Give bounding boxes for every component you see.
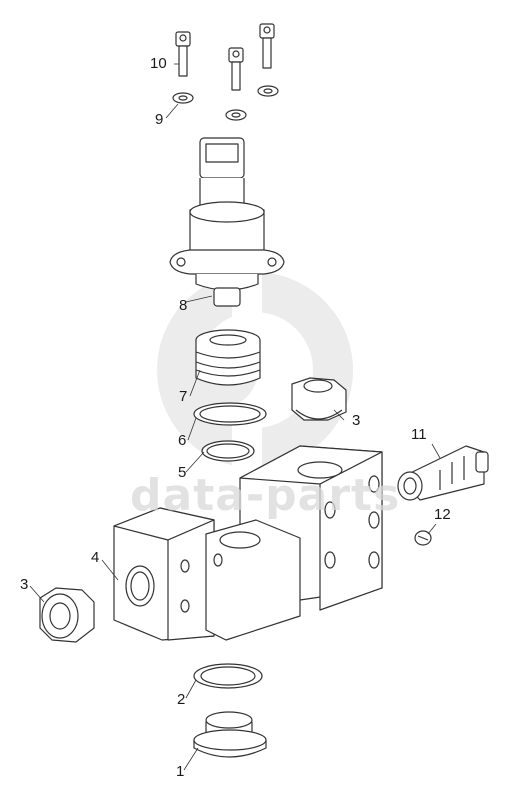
leader-lines	[29, 63, 441, 771]
plug-part-12	[414, 530, 432, 546]
callout-3-lower: 3	[20, 576, 29, 593]
nut-part-3-lower	[39, 587, 95, 643]
callout-3-upper: 3	[352, 412, 361, 429]
callout-11: 11	[411, 426, 427, 443]
callout-4: 4	[91, 549, 100, 566]
seal-ring-part-5	[201, 440, 255, 462]
screw-part-10	[175, 23, 275, 91]
nut-part-3-upper	[291, 377, 347, 421]
callout-7: 7	[179, 388, 188, 405]
callout-9: 9	[155, 111, 164, 128]
callout-2: 2	[177, 691, 186, 708]
o-ring-part-6	[193, 402, 267, 426]
manifold-block-part-4	[113, 507, 301, 641]
callout-10: 10	[150, 55, 167, 72]
callout-6: 6	[178, 432, 187, 449]
watermark-text: data-parts	[130, 470, 401, 521]
cartridge-part-11	[397, 445, 489, 501]
callout-12: 12	[434, 506, 451, 523]
callout-1: 1	[176, 763, 185, 780]
callout-5: 5	[178, 464, 187, 481]
solenoid-valve-part-8	[169, 137, 285, 307]
cap-part-1	[193, 711, 267, 758]
seal-ring-part-2	[193, 663, 263, 689]
washer-part-9	[172, 85, 279, 121]
callout-8: 8	[179, 297, 188, 314]
fitting-part-7	[195, 329, 261, 386]
